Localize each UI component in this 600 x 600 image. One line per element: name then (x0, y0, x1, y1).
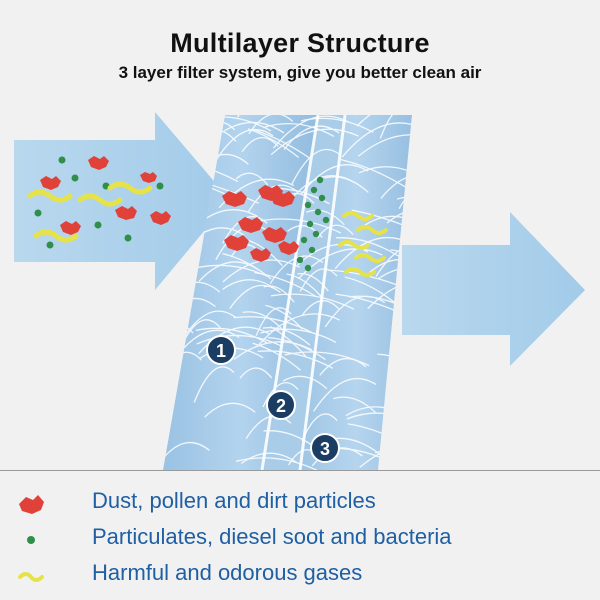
incoming-particles (27, 156, 171, 249)
filter-fiber (239, 367, 273, 379)
filter-fiber (291, 148, 342, 185)
filter-fiber (369, 258, 412, 273)
filter-fiber (297, 272, 329, 292)
trapped-soot-particles (296, 176, 330, 272)
filter-fiber (256, 218, 342, 234)
filter-fiber (236, 115, 305, 118)
filter-fiber (333, 396, 376, 413)
filter-fiber (306, 209, 345, 226)
layer-badge-3: 3 (310, 433, 340, 463)
gas-wave-icon (18, 572, 44, 582)
filter-fiber (258, 313, 340, 345)
legend-item-soot: Particulates, diesel soot and bacteria (0, 520, 600, 556)
filter-fiber (382, 441, 412, 469)
filter-fiber (398, 410, 412, 422)
filter-fiber (396, 196, 412, 213)
trapped-gas-molecules (338, 211, 388, 277)
filter-fiber (409, 183, 412, 220)
filter-fiber (215, 128, 274, 161)
filter-fiber (398, 191, 412, 209)
filter-fiber (198, 326, 270, 355)
filter-fiber (319, 358, 367, 376)
filter-fiber (282, 375, 328, 390)
filter-fiber (195, 327, 268, 344)
filter-fiber (247, 184, 298, 213)
filter-fiber (317, 224, 354, 239)
layer-badge-1: 1 (206, 335, 236, 365)
filter-fiber (204, 402, 256, 418)
filter-fiber (351, 209, 412, 239)
filter-fiber (252, 128, 311, 160)
legend-item-gas: Harmful and odorous gases (0, 556, 600, 592)
filter-fiber (396, 437, 412, 466)
layer-number-1: 1 (216, 341, 226, 361)
filter-fiber (374, 448, 412, 462)
page-title: Multilayer Structure (170, 28, 430, 58)
filter-fiber (242, 311, 283, 330)
filter-fiber (299, 268, 338, 292)
filter-fiber (286, 273, 322, 298)
layer-badge-2: 2 (266, 390, 296, 420)
legend-item-dust: Dust, pollen and dirt particles (0, 484, 600, 520)
filter-fiber (313, 377, 377, 412)
filter-illustration: 1 2 3 (14, 89, 585, 470)
layer-number-2: 2 (276, 396, 286, 416)
filter-fiber (220, 115, 260, 116)
filter-fiber (222, 252, 272, 280)
filter-fiber (357, 134, 412, 157)
legend-label-gas: Harmful and odorous gases (92, 560, 363, 585)
legend-label-soot: Particulates, diesel soot and bacteria (92, 524, 452, 549)
filter-fiber (340, 158, 407, 189)
filter-fiber (184, 319, 221, 340)
filter-fiber (344, 276, 396, 304)
filter-fiber (233, 316, 313, 334)
filter-fiber (178, 329, 240, 354)
filter-fiber (386, 207, 412, 224)
dust-particle-icon (19, 495, 44, 514)
filter-fiber (270, 293, 355, 310)
filter-fiber (241, 137, 279, 153)
filter-fiber (358, 166, 412, 179)
filter-fiber (283, 125, 340, 151)
filter-fiber (252, 342, 301, 371)
filter-fiber (245, 415, 292, 440)
filter-fiber (363, 215, 412, 228)
page-subtitle: 3 layer filter system, give you better c… (118, 63, 482, 82)
soot-dot-icon (27, 536, 35, 544)
outgoing-air-arrow (402, 212, 585, 366)
filter-fiber (235, 172, 269, 186)
filter-fiber (262, 327, 311, 346)
filter-fiber (229, 284, 281, 310)
filter-fiber (341, 122, 412, 158)
filter-fiber (196, 334, 282, 347)
filter-fiber (262, 382, 299, 408)
filter-fiber (405, 149, 412, 174)
filter-fiber (405, 391, 412, 418)
filter-fiber (257, 350, 334, 369)
filter-fiber (235, 457, 320, 470)
filter-fiber (223, 121, 285, 134)
filter-fiber (324, 295, 386, 328)
filter-fiber (405, 89, 472, 111)
legend-label-dust: Dust, pollen and dirt particles (92, 488, 376, 513)
filter-fiber (379, 115, 412, 139)
legend-divider (0, 470, 600, 471)
filter-fiber (193, 366, 235, 403)
filter-fiber (247, 128, 300, 159)
filter-fiber (356, 115, 412, 127)
trapped-dust-particles (222, 185, 299, 262)
filter-fiber (335, 237, 400, 258)
filter-fiber (300, 117, 374, 134)
layer-number-3: 3 (320, 439, 330, 459)
filter-fiber (260, 328, 337, 343)
filter-fiber (287, 225, 323, 238)
